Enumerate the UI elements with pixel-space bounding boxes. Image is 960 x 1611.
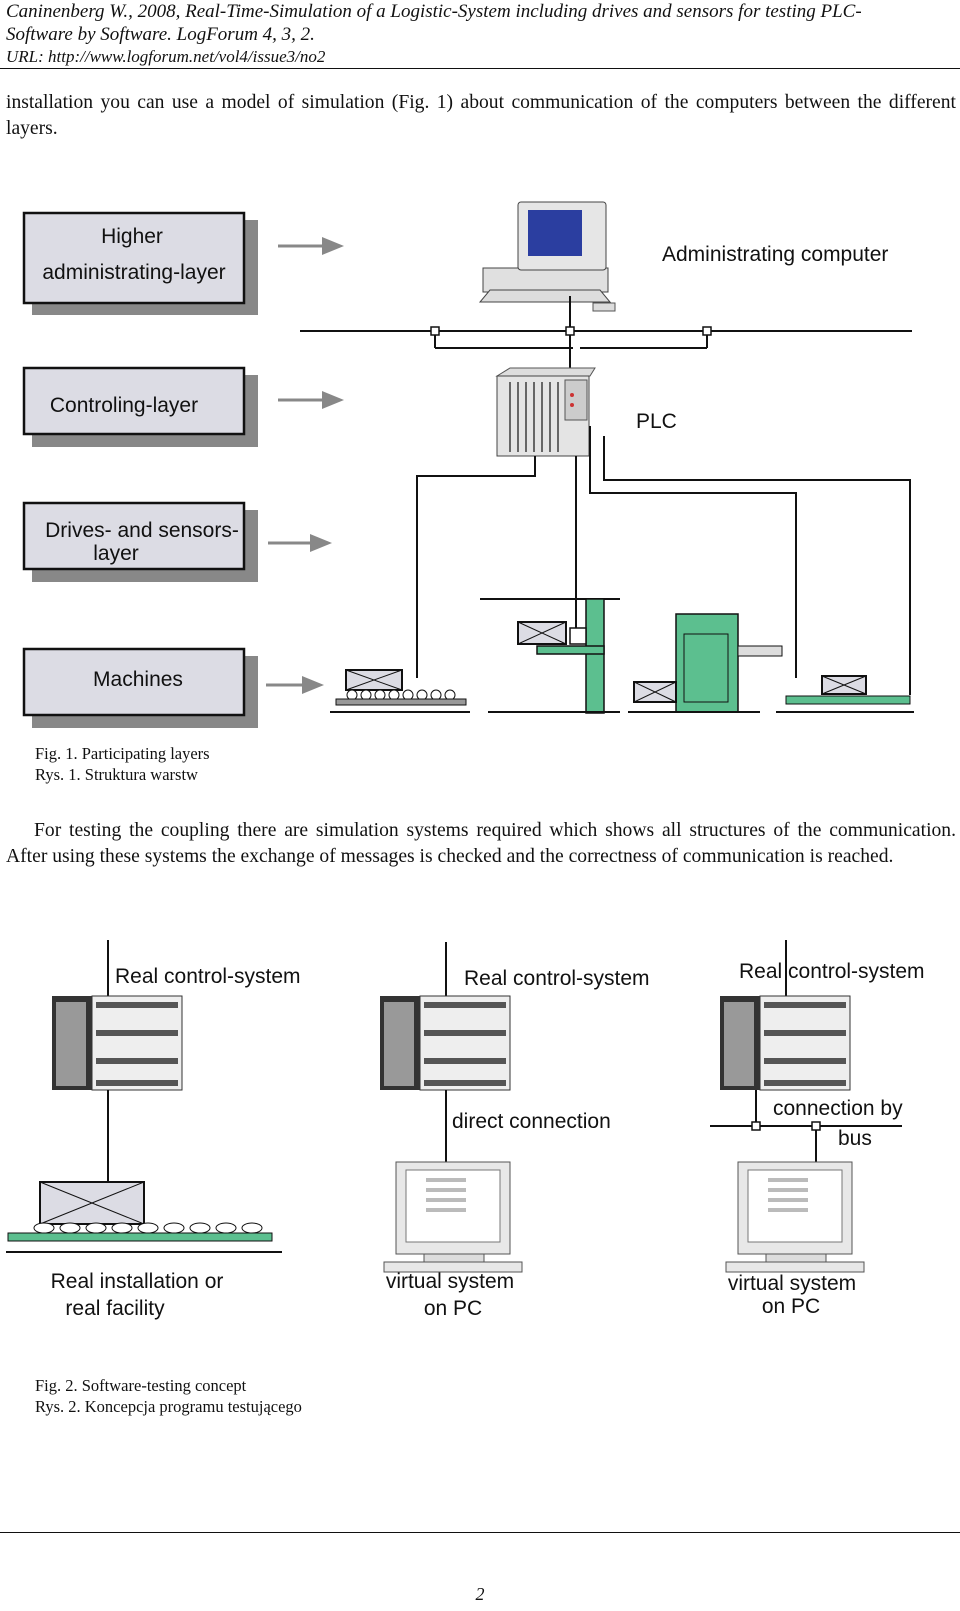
machine-conveyor-1 <box>330 669 470 713</box>
layer-drives-line2: layer <box>93 542 139 565</box>
panel-2: Real control-system direct connection vi… <box>380 942 650 1320</box>
plc-rack-panel-2 <box>380 995 511 1091</box>
layer-higher-line1: Higher <box>101 225 163 248</box>
layer-drives-line1: Drives- and sensors- <box>45 519 239 542</box>
network-bus <box>300 296 912 370</box>
plc-rack-panel-1 <box>52 995 183 1091</box>
panel-2-title: Real control-system <box>464 967 650 990</box>
header-citation-line1: Caninenberg W., 2008, Real-Time-Simulati… <box>6 1 862 22</box>
layer-box-drives: Drives- and sensors- layer <box>22 501 258 582</box>
paragraph-testing: For testing the coupling there are simul… <box>6 820 956 867</box>
machine-conveyor-2 <box>776 675 914 713</box>
admin-computer-illustration <box>478 201 616 312</box>
layer-box-machines: Machines <box>22 647 258 728</box>
layer-machines-label: Machines <box>93 668 183 691</box>
panel-1: Real control-system Real installation or… <box>6 940 301 1320</box>
footer-rule <box>0 1532 960 1533</box>
panel-3-bottom-line2: on PC <box>762 1295 820 1318</box>
panel-1-title: Real control-system <box>115 965 301 988</box>
panel-2-bottom-line1: virtual system <box>386 1270 514 1293</box>
figure-2-diagram: Real control-system Real installation or… <box>6 940 925 1320</box>
figure-2-caption-pl: Rys. 2. Koncepcja programu testującego <box>35 1397 302 1416</box>
plc-wiring <box>416 426 911 695</box>
panel-3-connection-line2: bus <box>838 1127 872 1150</box>
figure-1-diagram: Higher administrating-layer Controling-l… <box>22 201 914 728</box>
panel-3-connection-line1: connection by <box>773 1097 903 1120</box>
machine-station <box>628 613 783 713</box>
admin-computer-label: Administrating computer <box>662 243 888 266</box>
panel-1-bottom-line1: Real installation or <box>51 1270 224 1293</box>
figure-1-caption-pl: Rys. 1. Struktura warstw <box>35 765 198 784</box>
header-citation-line2: Software by Software. LogForum 4, 3, 2. <box>6 24 315 45</box>
panel-2-connection: direct connection <box>452 1110 611 1133</box>
plc-rack-panel-3 <box>720 995 851 1091</box>
running-header: Caninenberg W., 2008, Real-Time-Simulati… <box>6 0 954 68</box>
figure-1-caption-en: Fig. 1. Participating layers <box>35 744 210 763</box>
bus-nodes <box>430 326 712 336</box>
figure-2-caption-en: Fig. 2. Software-testing concept <box>35 1376 247 1395</box>
header-url: URL: http://www.logforum.net/vol4/issue3… <box>6 47 326 66</box>
header-rule <box>0 68 960 69</box>
panel-3-bottom-line1: virtual system <box>728 1272 856 1295</box>
panel-3: Real control-system connection by bus vi… <box>710 940 925 1318</box>
paragraph-intro: installation you can use a model of simu… <box>6 92 956 139</box>
pc-monitor-panel-3 <box>725 1161 865 1273</box>
layer-higher-line2: administrating-layer <box>42 261 225 284</box>
page-number: 2 <box>475 1584 485 1604</box>
layer-arrows <box>266 237 344 694</box>
plc-label: PLC <box>636 410 677 433</box>
layer-controlling-label: Controling-layer <box>50 394 198 417</box>
layer-box-controlling: Controling-layer <box>22 366 258 447</box>
panel-2-bottom-line2: on PC <box>424 1297 482 1320</box>
machine-lift <box>480 598 620 714</box>
panel-3-title: Real control-system <box>739 960 925 983</box>
panel-1-bottom-line2: real facility <box>65 1297 165 1320</box>
plc-rack-illustration <box>495 367 596 457</box>
layer-box-higher: Higher administrating-layer <box>22 211 258 315</box>
pc-monitor-panel-2 <box>383 1161 523 1273</box>
